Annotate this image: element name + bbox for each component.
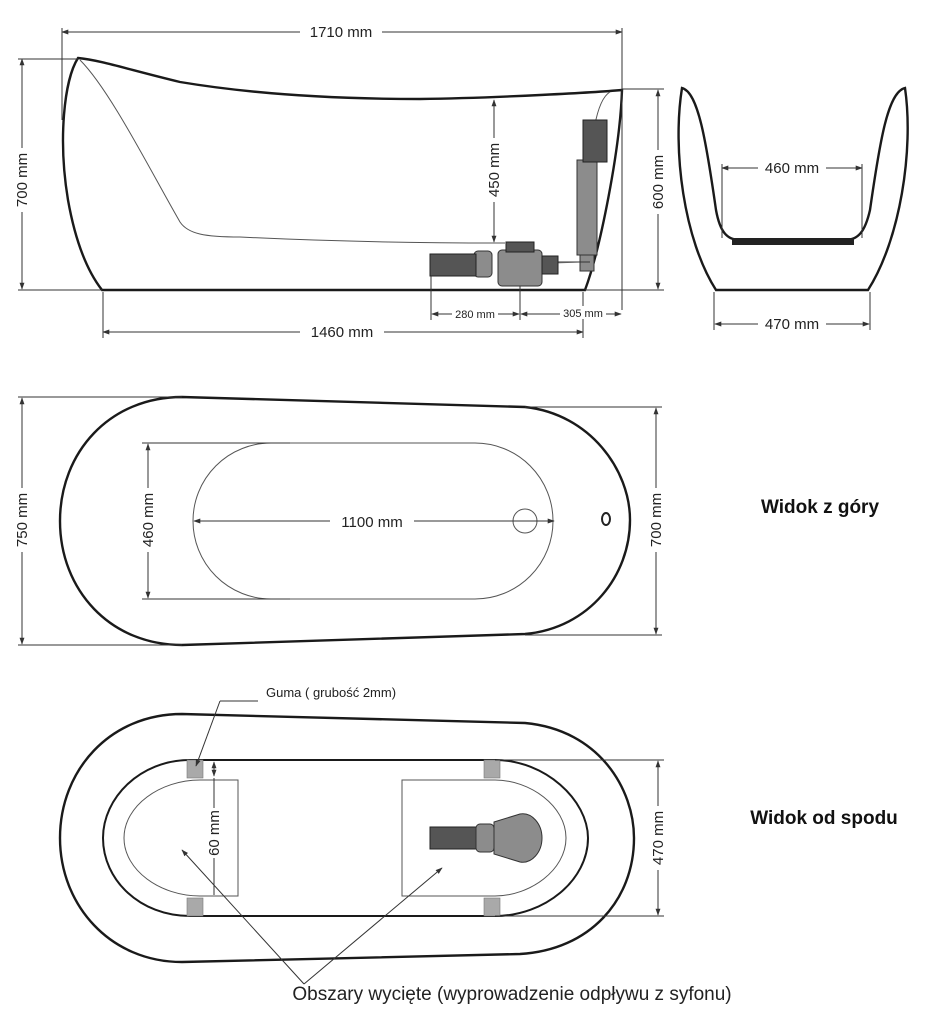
side-view-outline [61,56,624,292]
bottom-view-title: Widok od spodu [750,808,898,829]
rubber-pad [483,759,501,779]
dim-inner-length: 1100 mm [341,514,402,531]
side-view-inner-line [79,59,505,244]
dim-drain-offset-a: 280 mm [455,309,495,321]
end-view: 460 mm 470 mm [677,86,909,334]
top-view: 1100 mm 460 mm 750 mm 700 mm Widok z gór… [12,395,879,647]
dim-top-end-width: 700 mm [648,493,665,547]
dim-end-base-width: 470 mm [765,316,819,333]
bottom-view: 60 mm 470 mm Guma ( grubość 2mm) Obszary… [58,685,898,1005]
dim-top-inner-width: 460 mm [140,493,157,547]
bottom-view-inner-recess [123,779,239,897]
dim-height: 700 mm [14,153,31,207]
drain-pipe-assembly [429,119,608,287]
dim-drain-offset-b: 305 mm [563,308,603,320]
rubber-pad [483,897,501,917]
overflow-hole [601,512,611,526]
end-view-outline [677,86,909,292]
dim-base-length: 1460 mm [311,324,374,341]
dim-top-width: 750 mm [14,493,31,547]
rubber-note: Guma ( grubość 2mm) [266,685,396,700]
cutout-note: Obszary wycięte (wyprowadzenie odpływu z… [292,984,731,1005]
dim-overall-length: 1710 mm [310,24,373,41]
rubber-pad [186,897,204,917]
dim-bottom-base-width: 470 mm [650,811,667,865]
dim-pad-offset: 60 mm [206,810,223,856]
dim-end-height: 600 mm [650,155,667,209]
dim-end-inner-width: 460 mm [765,160,819,177]
side-view: 1710 mm 700 mm 450 mm 600 mm 1460 mm 280… [12,22,668,342]
bottom-drain-assembly [429,813,543,863]
bottom-view-outline [58,712,636,964]
dim-depth: 450 mm [486,143,503,197]
rubber-pad [186,759,204,779]
top-view-title: Widok z góry [761,497,879,518]
end-view-base-strip [732,238,854,245]
